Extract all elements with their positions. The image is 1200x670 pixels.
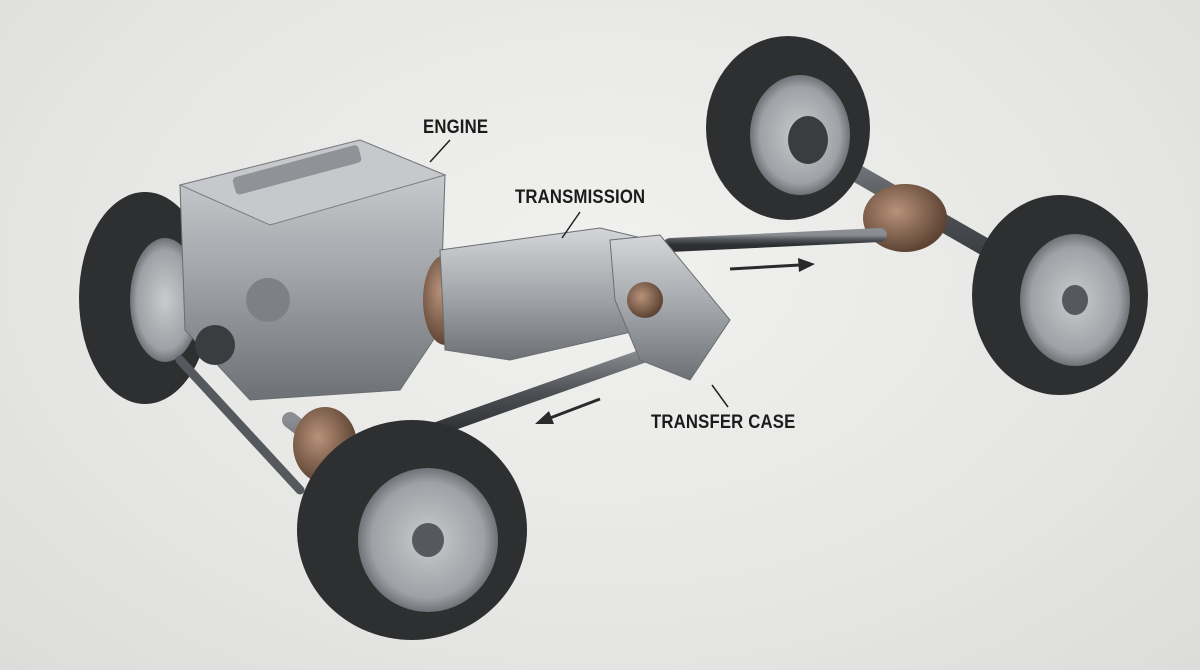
transfer-case-label: TRANSFER CASE — [651, 412, 796, 433]
arrow-left-icon — [535, 397, 601, 424]
arrow-right-icon — [729, 258, 815, 272]
transfer-case-leader-line — [711, 384, 729, 408]
wheel-rear-right — [972, 195, 1148, 395]
engine-label: ENGINE — [423, 117, 489, 138]
wheel-rear-left — [706, 36, 870, 220]
transmission-leader-line — [561, 211, 581, 239]
transfer-case — [609, 234, 731, 381]
engine-block — [178, 139, 467, 401]
engine-leader-line — [429, 139, 451, 163]
transmission-label: TRANSMISSION — [515, 187, 646, 208]
rear-driveshaft — [663, 228, 887, 252]
front-driveshaft — [413, 343, 667, 442]
wheel-front-right — [297, 420, 527, 640]
